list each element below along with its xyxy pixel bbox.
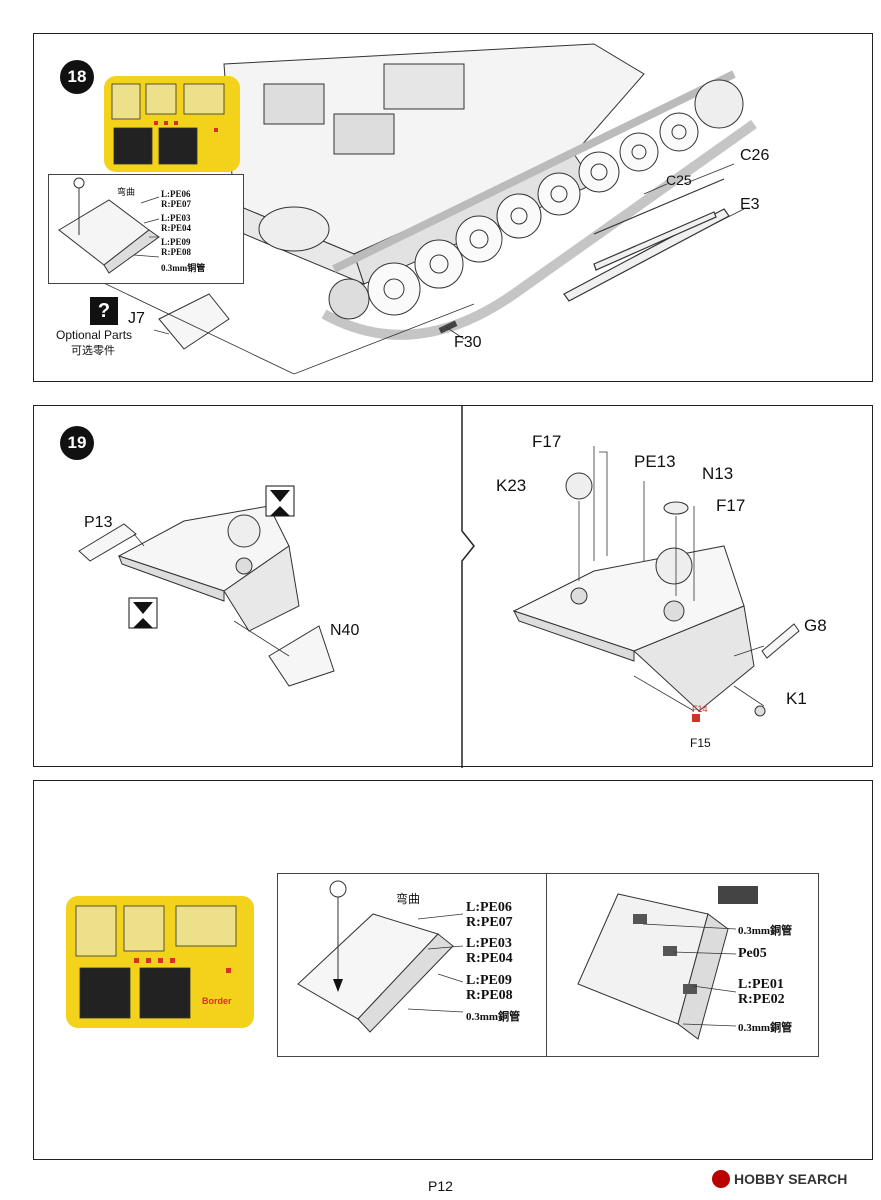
panel-divider <box>461 406 475 768</box>
watermark-icon <box>712 1170 730 1188</box>
part-f14 <box>692 714 700 722</box>
page-number: P12 <box>428 1178 453 1194</box>
inset-tube: 0.3mm铜管 <box>161 263 206 273</box>
inset-a-r2: R:PE04 <box>466 951 513 966</box>
pe-sheet-large-parts <box>75 905 237 1019</box>
part-n40 <box>268 625 335 687</box>
inset-a-l1: L:PE06 <box>466 900 512 915</box>
part-label-pe13: PE13 <box>634 452 676 471</box>
optional-parts-cn: 可选零件 <box>71 345 115 357</box>
grille-2 <box>333 113 395 155</box>
step-18-panel: 18 弯曲 L:PE06 R:PE07 L <box>33 33 873 382</box>
inset-r2: R:PE04 <box>161 223 191 233</box>
step-number-19: 19 <box>60 426 94 460</box>
part-g8 <box>761 623 800 659</box>
view-direction-icon <box>265 485 295 517</box>
inset-b-pe05: Pe05 <box>738 946 767 961</box>
pe-sheet-parts <box>111 83 225 165</box>
inset-divider <box>546 874 547 1056</box>
step-18-inset: 弯曲 L:PE06 R:PE07 L:PE03 R:PE04 L:PE09 R:… <box>48 174 244 284</box>
step-18-drawing <box>63 43 757 375</box>
part-label-f14: F14 <box>692 704 708 714</box>
photo-etch-sheet-large: Border <box>66 896 254 1028</box>
grille-3 <box>383 63 465 110</box>
inset-bend-label: 弯曲 <box>117 187 136 197</box>
hinge <box>683 984 697 994</box>
part-label-p13: P13 <box>84 514 113 531</box>
part-label-f17-right: F17 <box>716 496 746 515</box>
superstructure-side <box>118 555 225 602</box>
inset-a-l3: L:PE09 <box>466 973 512 988</box>
track-top <box>332 70 736 273</box>
part-label-f15: F15 <box>690 736 711 750</box>
inset-a-r3: R:PE08 <box>466 988 513 1003</box>
part-label-c25: C25 <box>666 172 692 188</box>
inset-b-drawing <box>577 886 758 1040</box>
superstructure-front <box>223 545 300 632</box>
rod-c26 <box>593 178 725 235</box>
inset-l3: L:PE09 <box>161 237 191 247</box>
inset-a-bend: 弯曲 <box>396 892 421 906</box>
inset-l2: L:PE03 <box>161 213 191 223</box>
view-direction-icon <box>128 597 158 629</box>
part-p13 <box>78 523 137 562</box>
part-k1 <box>754 705 766 717</box>
muffler <box>258 206 330 252</box>
inset-a-l2: L:PE03 <box>466 936 512 951</box>
grille-1 <box>263 83 325 125</box>
superstructure-front-right <box>633 605 755 712</box>
step-19-panel: 19 P13 N40 F17 PE13 K23 N13 F17 G8 K1 F1… <box>33 405 873 768</box>
part-label-f17-top: F17 <box>532 432 562 451</box>
hinge <box>633 914 647 924</box>
engine-detail <box>718 886 758 904</box>
part-label-k1: K1 <box>786 689 807 708</box>
inset-b-tube2: 0.3mm銅管 <box>738 1022 793 1034</box>
inset-plate-drawing <box>58 177 160 274</box>
inset-a-r1: R:PE07 <box>466 915 513 930</box>
photo-etch-sheet <box>104 76 240 172</box>
optional-parts-icon: ? <box>90 297 118 325</box>
brand-logo: Border <box>202 996 232 1006</box>
inset-r1: R:PE07 <box>161 199 191 209</box>
part-label-n13: N13 <box>702 464 734 483</box>
part-label-e3: E3 <box>740 196 760 213</box>
inset-b-tube1: 0.3mm銅管 <box>738 925 793 937</box>
hatch <box>227 514 261 548</box>
inset-r3: R:PE08 <box>161 247 191 257</box>
inset-a-drawing <box>297 880 464 1033</box>
part-f30 <box>438 320 458 334</box>
tube-end-icon <box>73 177 85 189</box>
part-label-g8: G8 <box>804 616 827 635</box>
inset-l1: L:PE06 <box>161 189 191 199</box>
inset-b-r1: R:PE02 <box>738 992 785 1007</box>
idler-wheel <box>694 79 744 129</box>
hatch-right <box>655 547 693 585</box>
part-label-j7: J7 <box>128 310 145 327</box>
step-20-panel: Border 弯曲 L:PE06 R:PE07 L:PE03 R:PE04 L:… <box>33 780 873 1160</box>
part-k23 <box>565 472 593 500</box>
rod-c25 <box>593 211 717 271</box>
step-19-drawing <box>78 406 800 768</box>
part-n13 <box>663 501 689 515</box>
step-number-18: 18 <box>60 60 94 94</box>
track-bottom <box>321 119 757 340</box>
hinge <box>663 946 677 956</box>
periscope <box>235 557 253 575</box>
part-label-k23: K23 <box>496 476 527 495</box>
part-label-f30: F30 <box>454 334 482 351</box>
plate-j7 <box>158 293 230 350</box>
watermark: HOBBY SEARCH <box>734 1171 848 1187</box>
step-20-inset-frame: 弯曲 L:PE06 R:PE07 L:PE03 R:PE04 L:PE09 R:… <box>277 873 819 1057</box>
part-label-n40: N40 <box>330 622 360 639</box>
inset-b-l1: L:PE01 <box>738 977 784 992</box>
sprocket <box>328 278 370 320</box>
inset-a-tube: 0.3mm銅管 <box>466 1011 521 1023</box>
optional-parts-label: Optional Parts <box>56 328 133 342</box>
part-label-c26: C26 <box>740 147 770 164</box>
